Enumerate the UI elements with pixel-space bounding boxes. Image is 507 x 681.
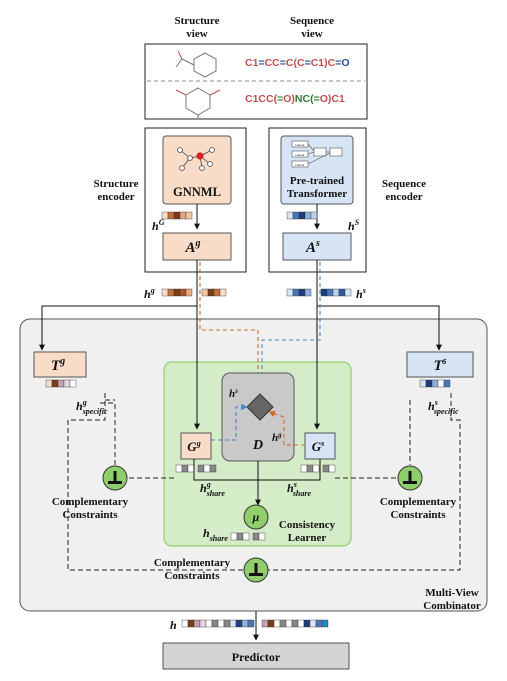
mu-label: μ <box>252 510 260 524</box>
glutarimide-structure <box>175 87 221 118</box>
hs-in-D-symbol: hs <box>229 387 238 400</box>
Ts-label: Ts <box>433 356 446 374</box>
Gs-vector <box>300 464 336 473</box>
mu-node <box>243 504 269 530</box>
constraint-node-bottom <box>243 557 269 583</box>
h-share-symbol: hshare <box>203 526 228 543</box>
smiles-2: C1CC(=O)NC(=O)C1 <box>245 93 345 105</box>
Ts-box <box>406 351 474 378</box>
smiles-segment: = <box>280 57 286 69</box>
h-final-symbol: h <box>170 618 177 632</box>
predictor-label: Predictor <box>232 650 281 664</box>
D-label: D <box>252 438 263 453</box>
hs-vector <box>286 288 352 297</box>
smiles-segment: = <box>335 57 341 69</box>
smiles-segment: C1 <box>245 57 259 69</box>
Ag-box <box>162 232 232 261</box>
smiles-segment: C1CC( <box>245 93 278 105</box>
transformer-mini-label-1: Linear <box>295 143 305 147</box>
Ts-vector <box>419 379 451 388</box>
smiles-segment: = <box>277 93 283 105</box>
Gg-label: Gg <box>187 439 200 454</box>
h-share-vector <box>230 532 266 541</box>
Tg-vector <box>45 379 77 388</box>
As-box <box>282 232 352 261</box>
discriminator-diamond <box>246 393 274 421</box>
smiles-segment: O <box>341 57 349 69</box>
Gs-label: Gs <box>312 439 325 454</box>
hG-symbol: hG <box>152 218 165 233</box>
smiles-segment: C1)C <box>311 57 336 69</box>
Tg-box <box>33 351 87 378</box>
hs-symbol: hs <box>356 286 366 301</box>
smiles-1: C1=CC=C(C=C1)C=O <box>245 57 350 69</box>
hS-symbol: hS <box>348 218 360 233</box>
smiles-segment: = <box>305 57 311 69</box>
hG-vector <box>161 211 193 220</box>
predictor-box <box>162 642 350 670</box>
Ag-label: Ag <box>184 238 200 256</box>
hS-vector <box>286 211 318 220</box>
constraint-node-right <box>397 465 423 491</box>
smiles-segment: NC( <box>295 93 314 105</box>
smiles-segment: C(C <box>286 57 305 69</box>
benzaldehyde-structure <box>175 50 217 78</box>
smiles-segment: = <box>258 57 264 69</box>
hg-in-D-symbol: hg <box>272 431 282 444</box>
Gs-box <box>304 432 336 460</box>
transformer-mini-icon <box>291 140 343 168</box>
hg-symbol: hg <box>144 286 155 301</box>
transformer-mini-label-2: Linear <box>295 153 305 157</box>
transformer-mini-label-3: Linear <box>295 163 305 167</box>
h-final-vector <box>181 619 329 628</box>
As-label: As <box>305 238 320 256</box>
molecule-panel <box>144 43 368 120</box>
hg-vector <box>161 288 227 297</box>
graph-icon <box>177 147 215 171</box>
smiles-segment: = <box>314 93 320 105</box>
smiles-segment: O)C1 <box>320 93 345 105</box>
gnnml-label: GNNML <box>173 185 221 199</box>
Tg-label: Tg <box>51 356 65 374</box>
constraint-node-left <box>102 465 128 491</box>
smiles-segment: CC <box>265 57 281 69</box>
Gg-box <box>180 432 212 460</box>
smiles-segment: O) <box>283 93 295 105</box>
